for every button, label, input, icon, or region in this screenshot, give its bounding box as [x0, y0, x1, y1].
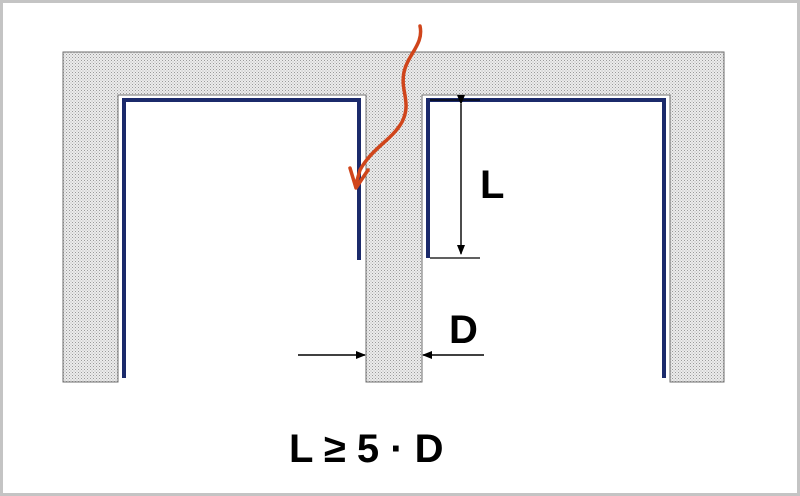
- housing-wall: [62, 51, 725, 383]
- leak-arrowhead: [348, 166, 370, 190]
- formula-label: L ≥ 5 · D: [289, 427, 444, 471]
- left-chamber-lining: [122, 98, 361, 378]
- right-chamber-lining: [426, 98, 666, 378]
- leak-path-arrow: [354, 24, 423, 186]
- gap-label: D: [449, 308, 478, 352]
- length-label: L: [480, 163, 504, 207]
